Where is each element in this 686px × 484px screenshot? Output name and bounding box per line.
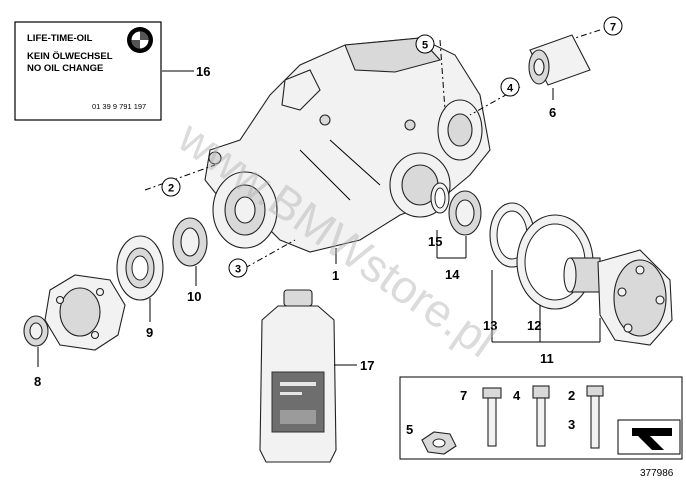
sticker-line2: KEIN ÖLWECHSEL xyxy=(27,51,113,62)
hardware-label-5: 5 xyxy=(406,422,413,437)
callout-11: 11 xyxy=(540,351,554,366)
axis-line-7 xyxy=(574,29,601,39)
callout-15: 15 xyxy=(428,234,442,249)
sticker-part-number: 01 39 9 791 197 xyxy=(92,102,146,111)
axis-line-5 xyxy=(439,39,446,111)
svg-text:2: 2 xyxy=(168,183,174,195)
sleeve-part-6 xyxy=(528,34,591,86)
callout-circle-7: 7 xyxy=(603,16,623,36)
callout-6: 6 xyxy=(549,105,556,120)
seal-part-10 xyxy=(172,217,208,267)
diagram-number: 377986 xyxy=(640,468,674,479)
svg-text:5: 5 xyxy=(422,40,428,52)
callout-17: 17 xyxy=(360,358,374,373)
callout-circle-2: 2 xyxy=(161,177,181,197)
direction-arrow-icon xyxy=(617,419,681,455)
axis-line-3 xyxy=(244,239,296,269)
callout-12: 12 xyxy=(527,318,541,333)
svg-text:3: 3 xyxy=(235,264,241,276)
callout-16: 16 xyxy=(196,64,210,79)
hardware-label-3: 3 xyxy=(568,417,575,432)
seal-part-15 xyxy=(430,182,450,214)
oil-sticker: LIFE-TIME-OIL KEIN ÖLWECHSEL NO OIL CHAN… xyxy=(14,21,162,121)
callout-10: 10 xyxy=(187,289,201,304)
sticker-line1: LIFE-TIME-OIL xyxy=(27,33,93,44)
flange-part-left xyxy=(44,274,126,351)
callout-8: 8 xyxy=(34,374,41,389)
ring-part-9 xyxy=(116,235,164,301)
output-flange-part-11 xyxy=(563,249,673,346)
callout-14: 14 xyxy=(445,267,460,282)
bolt-part-4 xyxy=(532,385,550,447)
hardware-label-7: 7 xyxy=(460,388,467,403)
callout-9: 9 xyxy=(146,325,153,340)
seal-part-8 xyxy=(23,315,49,347)
callout-circle-5: 5 xyxy=(415,34,435,54)
nut-part-5 xyxy=(421,431,457,455)
callout-1: 1 xyxy=(332,268,339,283)
callout-circle-3: 3 xyxy=(228,258,248,278)
differential-housing xyxy=(204,37,491,253)
hardware-label-4: 4 xyxy=(513,388,521,403)
callout-circle-4: 4 xyxy=(500,77,520,97)
svg-text:4: 4 xyxy=(507,83,514,95)
sticker-line3: NO OIL CHANGE xyxy=(27,63,103,74)
callout-13: 13 xyxy=(483,318,497,333)
bolt-part-7 xyxy=(482,387,502,447)
hardware-box: 5 7 4 2 3 xyxy=(399,376,683,460)
bmw-logo xyxy=(127,27,153,53)
oil-bottle-part-17 xyxy=(259,289,337,463)
seal-part-14 xyxy=(448,190,482,236)
svg-text:7: 7 xyxy=(610,22,616,34)
bolt-part-2-3 xyxy=(586,385,604,449)
hardware-label-2: 2 xyxy=(568,388,575,403)
axis-line-2 xyxy=(144,164,216,191)
